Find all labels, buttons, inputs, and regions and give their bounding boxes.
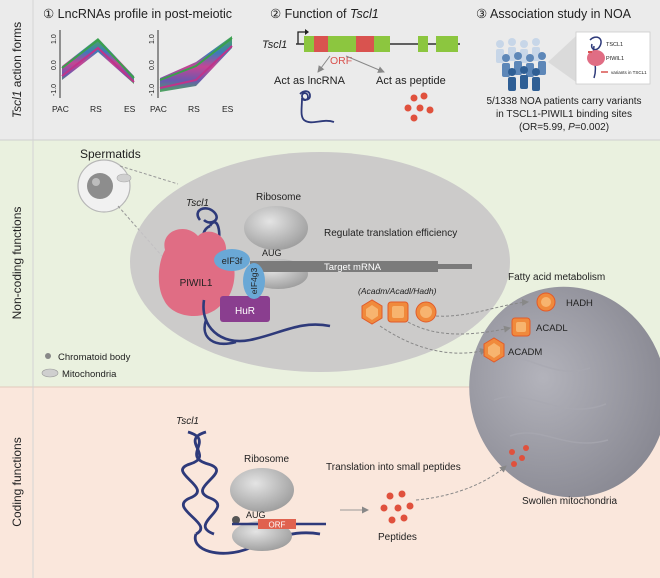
peptide-icon [404, 92, 434, 122]
band-top [0, 0, 660, 140]
inset-tscl1: TSCL1 [606, 42, 623, 48]
mito-peptides [509, 445, 529, 467]
profile-chart-left: 1.0 0.0 -1.0 PAC RS ES [51, 30, 136, 114]
exon-3 [418, 36, 428, 52]
target-mrna [250, 261, 438, 272]
panel-association: ③ Association study in NOA [476, 7, 651, 133]
band-label-noncoding: Non-coding functions [10, 207, 24, 320]
inset-legend: variants in TSCL1 [611, 70, 647, 75]
panel1-title: ① LncRNAs profile in post-meiotic [43, 7, 232, 21]
panel-lncrna-profile: ① LncRNAs profile in post-meiotic 1.0 0.… [43, 7, 234, 114]
xtick-es-left: ES [124, 104, 136, 114]
xtick-rs-right: RS [188, 104, 200, 114]
swollen-label: Swollen mitochondria [522, 496, 617, 507]
panel2-title: ② Function of Tscl1 [270, 7, 379, 21]
exon-2 [374, 36, 390, 52]
spermatids-label: Spermatids [80, 147, 141, 161]
coding-section: Tscl1 Ribosome AUG ORF Translation into … [176, 416, 617, 555]
mito-legend-label: Mitochondria [62, 369, 117, 380]
xtick-pac-right: PAC [150, 104, 167, 114]
peptides-label: Peptides [378, 532, 417, 543]
coding-ribosome-label: Ribosome [244, 454, 289, 465]
acadm-label: ACADM [508, 347, 542, 358]
orf-label: ORF [330, 55, 352, 67]
exon-1 [304, 36, 356, 52]
acadl-label: ACADL [536, 323, 568, 334]
piwil1-label: PIWIL1 [180, 278, 213, 289]
coding-tscl1-label: Tscl1 [176, 416, 199, 427]
wave-band-right [160, 36, 232, 92]
target-mrna-label: Target mRNA [324, 262, 382, 273]
band-label-coding: Coding functions [10, 437, 24, 526]
ytick-mid-right: 0.0 [149, 60, 156, 70]
ytick-top-left: 1.0 [51, 34, 58, 44]
xtick-pac-left: PAC [52, 104, 69, 114]
gene-label: Tscl1 [262, 39, 287, 51]
ribosome-large [244, 206, 308, 250]
coding-ribosome-large [230, 468, 294, 512]
exon-4 [436, 36, 458, 52]
mito-legend-icon [41, 368, 59, 378]
hadh-label: HADH [566, 298, 593, 309]
ribosome-label: Ribosome [256, 192, 301, 203]
xtick-rs-left: RS [90, 104, 102, 114]
chromatoid-legend-icon [45, 353, 51, 359]
hur-protein [220, 296, 270, 322]
piwil1-protein [158, 228, 235, 317]
panel-function: ② Function of Tscl1 Tscl1 ORF Act as lnc… [262, 7, 460, 124]
ytick-bot-right: -1.0 [149, 84, 156, 96]
stat-line-3: (OR=5.99, P=0.002) [519, 122, 609, 133]
mitochondrion [469, 286, 660, 498]
eif3f-protein [214, 249, 250, 271]
peptide-label: Act as peptide [376, 75, 446, 87]
eif4g3-protein [243, 263, 265, 299]
coding-aug-label: AUG [246, 510, 266, 520]
inset-piwil1: PIWIL1 [606, 56, 624, 62]
ytick-mid-left: 0.0 [51, 60, 58, 70]
noncoding-tscl1-label: Tscl1 [186, 198, 209, 209]
band-label-top: Tscl1 action forms [10, 22, 24, 118]
coding-orf-block [258, 519, 296, 529]
regulate-label: Regulate translation efficiency [324, 228, 457, 239]
fatty-acid-label: Fatty acid metabolism [508, 272, 605, 283]
aug-label: AUG [262, 248, 282, 258]
translation-label: Translation into small peptides [326, 462, 461, 473]
xtick-es-right: ES [222, 104, 234, 114]
genes-label: (Acadm/Acadl/Hadh) [358, 286, 437, 296]
noncoding-section: Spermatids Tscl1 PIWIL1 Ribosome AUG Reg… [41, 147, 605, 380]
coding-orf-label: ORF [269, 521, 286, 530]
orf-block-2 [356, 36, 374, 52]
chromatoid-legend-label: Chromatoid body [58, 352, 131, 363]
lncrna-icon [299, 90, 335, 124]
panel3-title: ③ Association study in NOA [476, 7, 632, 21]
hur-label: HuR [235, 306, 255, 317]
coding-peptides [380, 490, 414, 524]
crowd-icon [496, 38, 546, 91]
enzyme-group-oval [361, 299, 437, 325]
stat-line-2: in TSCL1-PIWIL1 binding sites [496, 109, 632, 120]
orf-block-1 [314, 36, 328, 52]
ytick-top-right: 1.0 [149, 34, 156, 44]
lncrna-label: Act as lncRNA [274, 75, 346, 87]
profile-chart-right: 1.0 0.0 -1.0 PAC RS ES [149, 30, 234, 114]
ytick-bot-left: -1.0 [51, 84, 58, 96]
eif3f-label: eIF3f [222, 256, 243, 266]
eif4g3-label: eIF4g3 [249, 267, 259, 294]
stat-line-1: 5/1338 NOA patients carry variants [486, 96, 641, 107]
